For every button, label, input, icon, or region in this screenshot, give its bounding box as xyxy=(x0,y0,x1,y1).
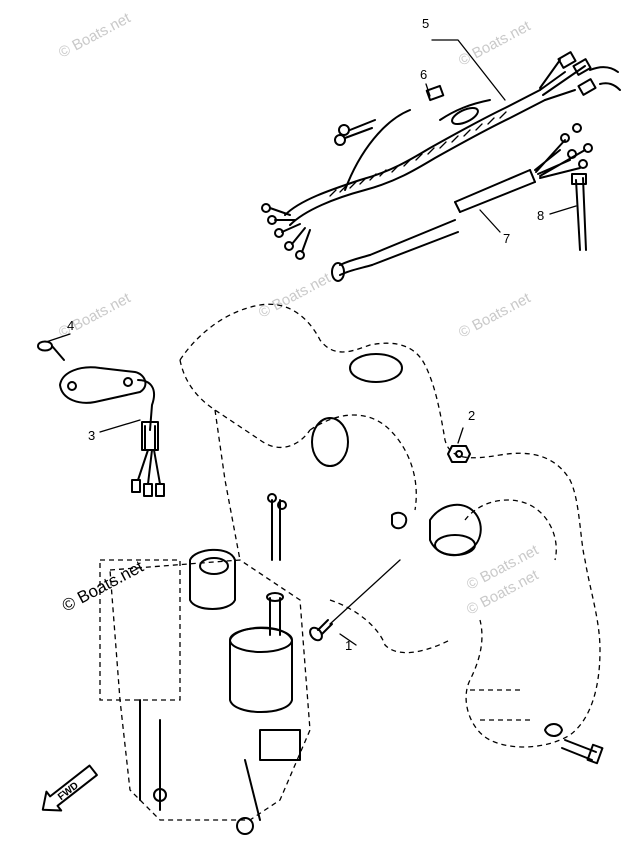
callout-leaders xyxy=(339,39,577,646)
callout-8: 8 xyxy=(537,208,544,223)
watermark-top-right: © Boats.net xyxy=(456,17,534,69)
watermark-top-left: © Boats.net xyxy=(56,9,134,61)
callout-5: 5 xyxy=(422,16,429,31)
callout-1: 1 xyxy=(345,638,352,653)
clip xyxy=(391,511,408,530)
fwd-label: FWD xyxy=(56,780,81,803)
screw-part-4 xyxy=(37,333,71,361)
bolt-part-1 xyxy=(309,559,401,642)
bracket-housing xyxy=(99,303,601,748)
callout-6: 6 xyxy=(420,67,427,82)
connector-part-6 xyxy=(425,84,445,102)
callout-labels: 1 2 3 4 5 6 7 8 xyxy=(67,16,544,653)
callout-4: 4 xyxy=(67,318,74,333)
watermark-upper-mid: © Boats.net xyxy=(56,289,134,341)
mount-bolt xyxy=(544,723,604,765)
watermark-group: © Boats.net © Boats.net © Boats.net © Bo… xyxy=(56,9,542,618)
watermark-main: © Boats.net xyxy=(59,557,147,616)
nut-part-2 xyxy=(447,427,471,463)
wiring-harness xyxy=(261,51,621,260)
watermark-center: © Boats.net xyxy=(256,269,334,321)
fwd-arrow: FWD xyxy=(41,764,98,812)
callout-2: 2 xyxy=(468,408,475,423)
callout-7: 7 xyxy=(503,231,510,246)
tilt-motor-assembly xyxy=(109,493,311,835)
callout-3: 3 xyxy=(88,428,95,443)
cable-tie-part-8 xyxy=(571,173,587,251)
watermark-mid-right: © Boats.net xyxy=(456,289,534,341)
extension-lead-part-7 xyxy=(331,123,593,282)
trim-sender-part-3 xyxy=(59,366,165,497)
